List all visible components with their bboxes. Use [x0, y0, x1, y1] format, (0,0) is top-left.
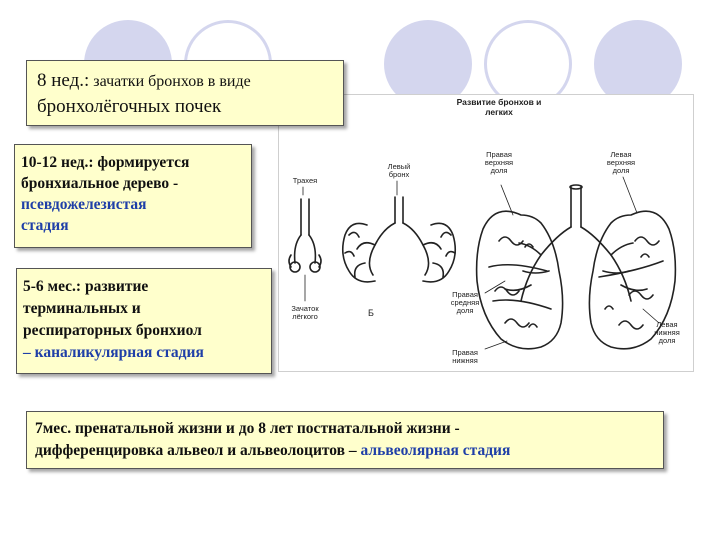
- label-right-lower-line1: Правая: [452, 348, 478, 357]
- decor-circle-3: [594, 20, 682, 108]
- label-right-middle-line2: средняя: [450, 298, 480, 307]
- figure-title-line2: легких: [485, 107, 513, 117]
- label-right-upper-line3: доля: [490, 166, 508, 175]
- month7-box: 7мес. пренатальной жизни и до 8 лет пост…: [26, 411, 664, 469]
- label-left-upper-lobe: Левая верхняя доля: [599, 151, 643, 175]
- label-right-middle-line1: Правая: [452, 290, 478, 299]
- lung-diagram-drawing: [288, 176, 677, 350]
- pseudoglandular-stage-line2: стадия: [21, 217, 69, 234]
- figure-title-line1: Развитие бронхов и: [456, 97, 542, 107]
- decor-circle-2: [384, 20, 472, 108]
- label-left-upper-line3: доля: [612, 166, 630, 175]
- figure-title: Развитие бронхов и легких: [439, 97, 559, 117]
- label-lung-bud-line1: Зачаток: [291, 304, 319, 313]
- label-right-middle-lobe: Правая средняя доля: [443, 291, 487, 315]
- label-lung-bud: Зачаток лёгкого: [283, 305, 327, 321]
- label-left-lower-line2: нижняя: [654, 328, 680, 337]
- label-right-upper-line2: верхняя: [484, 158, 514, 167]
- month5-6-line2: терминальных и: [23, 300, 141, 317]
- week10-12-box: 10-12 нед.: формируется бронхиальное дер…: [14, 144, 252, 248]
- week8-rest: зачатки бронхов в виде: [89, 73, 251, 90]
- month7-line2-wrap: дифференцировка альвеол и альвеолоцитов …: [35, 440, 655, 462]
- month5-6-box: 5-6 мес.: развитие терминальных и респир…: [16, 268, 272, 374]
- week8-line1: 8 нед.: зачатки бронхов в виде: [37, 69, 333, 94]
- label-right-upper-lobe: Правая верхняя доля: [477, 151, 521, 175]
- label-left-bronchus-line2: бронх: [388, 170, 410, 179]
- month7-line1: 7мес. пренатальной жизни и до 8 лет пост…: [35, 420, 460, 437]
- week10-12-line2: бронхиальное дерево -: [21, 175, 179, 192]
- alveolar-stage: альвеолярная стадия: [360, 442, 511, 459]
- label-lung-bud-line2: лёгкого: [292, 312, 318, 321]
- label-right-middle-line3: доля: [456, 306, 474, 315]
- lung-development-figure: Развитие бронхов и легких Трахея Зачаток…: [278, 94, 694, 372]
- label-right-upper-line1: Правая: [486, 150, 512, 159]
- label-right-lower-lobe: Правая нижняя: [443, 349, 487, 365]
- week8-prefix: 8 нед.:: [37, 70, 90, 91]
- month7-line2: дифференцировка альвеол и альвеолоцитов …: [35, 442, 361, 459]
- month5-6-line3: респираторных бронхиол: [23, 322, 202, 339]
- label-left-upper-line2: верхняя: [606, 158, 636, 167]
- week8-line2: бронхолёгочных почек: [37, 96, 222, 117]
- decor-ring-2: [484, 20, 572, 108]
- label-left-lower-lobe: Левая нижняя доля: [645, 321, 689, 345]
- label-right-lower-line2: нижняя: [452, 356, 478, 365]
- label-left-lower-line3: доля: [658, 336, 676, 345]
- label-stage-b: Б: [368, 308, 374, 318]
- week10-12-line1: 10-12 нед.: формируется: [21, 154, 190, 171]
- pseudoglandular-stage-line1: псевдожелезистая: [21, 196, 147, 213]
- label-left-bronchus-line1: Левый: [387, 162, 411, 171]
- label-trachea: Трахея: [292, 176, 318, 185]
- label-left-lower-line1: Левая: [656, 320, 678, 329]
- label-left-upper-line1: Левая: [610, 150, 632, 159]
- canalicular-stage: – каналикулярная стадия: [23, 344, 204, 361]
- label-left-bronchus: Левый бронх: [379, 163, 419, 179]
- month5-6-line1: 5-6 мес.: развитие: [23, 278, 149, 295]
- week8-box: 8 нед.: зачатки бронхов в виде бронхолёг…: [26, 60, 344, 126]
